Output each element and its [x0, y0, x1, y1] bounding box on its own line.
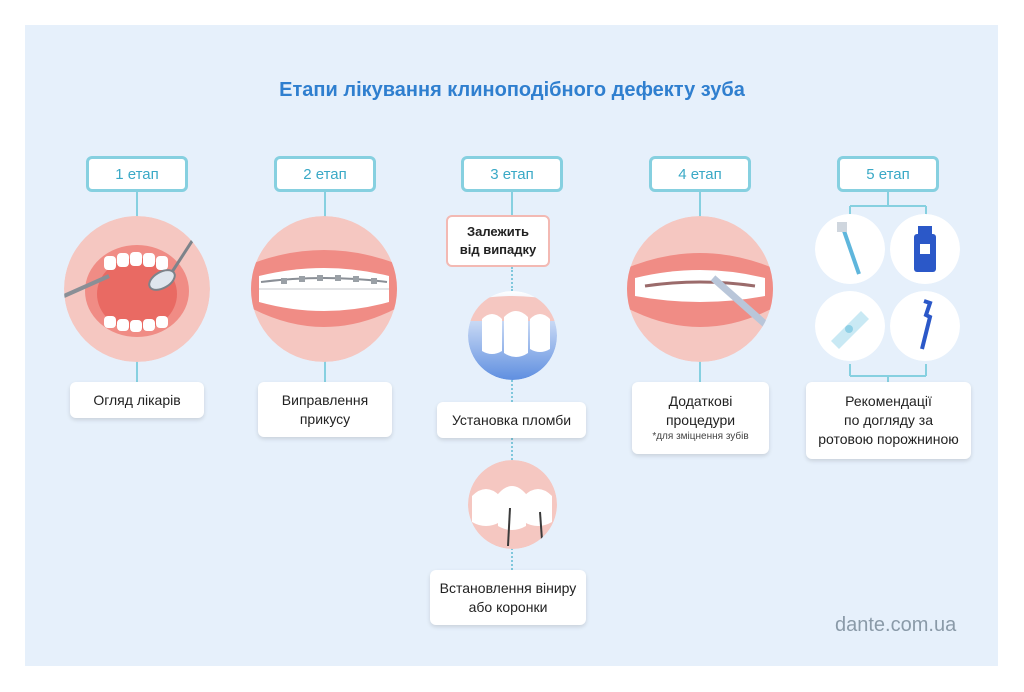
watermark: dante.com.ua: [835, 614, 956, 637]
filling-card: Установка пломби: [437, 402, 586, 438]
toothpaste-icon: [815, 291, 885, 361]
dotted-connector-b: [511, 380, 513, 402]
stage-5-badge: 5 етап: [837, 156, 939, 192]
extra-line-2: процедури: [666, 411, 735, 430]
whitening-brush-icon: [627, 216, 773, 362]
floss-pick-icon: [890, 291, 960, 361]
connector-4: [699, 192, 701, 218]
stage-3-badge: 3 етап: [461, 156, 563, 192]
stage-2-badge: 2 етап: [274, 156, 376, 192]
care-line-3: ротовою порожниною: [818, 430, 958, 449]
veneer-card: Встановлення віниру або коронки: [430, 570, 586, 625]
connector-3: [511, 192, 513, 215]
care-line-2: по догляду за: [844, 411, 933, 430]
filling-label: Установка пломби: [452, 411, 571, 430]
connector-1: [136, 192, 138, 218]
page-title: Етапи лікування клиноподібного дефекту з…: [0, 79, 1024, 102]
dotted-connector-a: [511, 267, 513, 291]
care-line-1: Рекомендації: [845, 392, 932, 411]
extra-line-1: Додаткові: [669, 392, 733, 411]
extra-note: *для зміцнення зубів: [652, 430, 748, 444]
stage-1-badge: 1 етап: [86, 156, 188, 192]
depends-line-1: Залежить: [460, 223, 537, 241]
dental-mirror-icon: [64, 216, 210, 362]
veneer-line-1: Встановлення віниру: [440, 579, 577, 598]
exam-label: Огляд лікарів: [93, 391, 180, 410]
veneer-icon: [468, 460, 557, 549]
toothbrush-icon: [815, 214, 885, 284]
stage-4-badge: 4 етап: [649, 156, 751, 192]
extra-procedures-card: Додаткові процедури *для зміцнення зубів: [632, 382, 769, 454]
bite-line-2: прикусу: [300, 410, 350, 429]
dotted-connector-d: [511, 548, 513, 570]
braces-icon: [251, 216, 397, 362]
care-recommendations-card: Рекомендації по догляду за ротовою порож…: [806, 382, 971, 459]
exam-card: Огляд лікарів: [70, 382, 204, 418]
bite-correction-card: Виправлення прикусу: [258, 382, 392, 437]
bite-line-1: Виправлення: [282, 391, 368, 410]
filled-tooth-icon: [468, 291, 557, 380]
depends-line-2: від випадку: [460, 241, 537, 259]
depends-box: Залежить від випадку: [446, 215, 550, 267]
dotted-connector-c: [511, 438, 513, 460]
connector-2: [324, 192, 326, 218]
mouthwash-icon: [890, 214, 960, 284]
veneer-line-2: або коронки: [469, 598, 548, 617]
